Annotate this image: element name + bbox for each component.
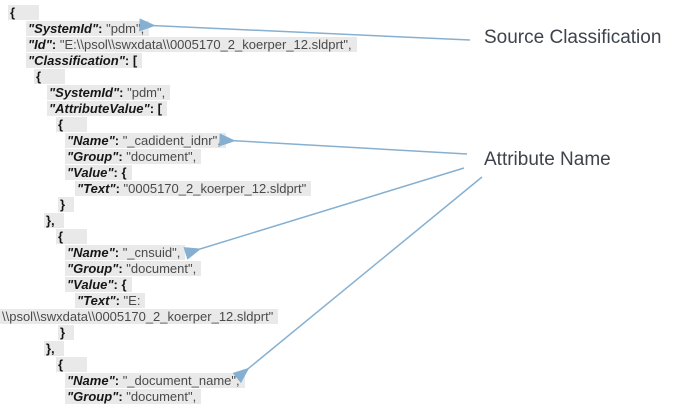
json-punctuation: : (118, 389, 127, 404)
code-line: }, (0, 213, 675, 229)
json-code-pane: {"SystemId": "pdm","Id": "E:\\psol\\swxd… (0, 5, 675, 405)
json-punctuation: { (58, 117, 64, 132)
code-line: }, (0, 341, 675, 357)
json-key: "Text" (77, 181, 116, 196)
code-line: "Id": "E:\\psol\\swxdata\\0005170_2_koer… (0, 37, 675, 53)
code-line: "Group": "document", (0, 149, 675, 165)
code-line: { (0, 69, 675, 85)
json-punctuation: : (114, 373, 123, 388)
json-punctuation: { (36, 69, 42, 84)
source-classification-label: Source Classification (484, 27, 662, 48)
json-punctuation: { (58, 357, 64, 372)
json-punctuation: : (98, 21, 107, 36)
code-line: "SystemId": "pdm", (0, 85, 675, 101)
json-punctuation: }, (46, 213, 55, 228)
json-key: "Name" (67, 133, 115, 148)
json-punctuation: } (60, 197, 66, 212)
json-punctuation: { (121, 277, 127, 292)
json-value: "E:\\psol\\swxdata\\0005170_2_koerper_12… (59, 37, 352, 52)
json-punctuation: : (115, 293, 124, 308)
code-line: "Name": "_document_name", (0, 373, 675, 389)
json-punctuation: : (113, 165, 122, 180)
code-line: "Group": "document", (0, 389, 675, 405)
json-punctuation: { (10, 5, 16, 20)
json-key: "Group" (67, 389, 119, 404)
code-line: { (0, 229, 675, 245)
json-punctuation: : (124, 53, 133, 68)
json-punctuation: : (119, 85, 128, 100)
json-punctuation: : (114, 133, 123, 148)
json-value: "document", (126, 149, 197, 164)
code-line: \\psol\\swxdata\\0005170_2_koerper_12.sl… (0, 309, 675, 325)
json-key: "Group" (67, 261, 119, 276)
json-key: "Classification" (28, 53, 125, 68)
code-line: { (0, 5, 675, 21)
code-line: "Text": "E: (0, 293, 675, 309)
json-punctuation: } (60, 325, 66, 340)
code-line: "Group": "document", (0, 261, 675, 277)
json-key: "Group" (67, 149, 119, 164)
json-value: \\psol\\swxdata\\0005170_2_koerper_12.sl… (2, 309, 274, 324)
code-line: "Text": "0005170_2_koerper_12.sldprt" (0, 181, 675, 197)
json-punctuation: : (118, 261, 127, 276)
code-line: "Name": "_cnsuid", (0, 245, 675, 261)
code-line: "Value": { (0, 277, 675, 293)
code-line: "Classification": [ (0, 53, 675, 69)
json-value: "pdm", (106, 21, 145, 36)
code-line: "Value": { (0, 165, 675, 181)
code-line: { (0, 117, 675, 133)
json-punctuation: : (118, 149, 127, 164)
json-punctuation: { (121, 165, 127, 180)
code-line: "SystemId": "pdm", (0, 21, 675, 37)
code-line: } (0, 197, 675, 213)
json-punctuation: : (114, 245, 123, 260)
json-value: "pdm", (127, 85, 166, 100)
json-key: "Value" (67, 277, 114, 292)
json-punctuation: : (113, 277, 122, 292)
json-value: "_cadident_idnr", (122, 133, 221, 148)
json-punctuation: : (51, 37, 60, 52)
code-line: { (0, 357, 675, 373)
json-value: "_document_name", (122, 373, 240, 388)
code-line: "AttributeValue": [ (0, 101, 675, 117)
json-key: "Name" (67, 373, 115, 388)
json-value: "document", (126, 261, 197, 276)
json-key: "Value" (67, 165, 114, 180)
json-punctuation: }, (46, 341, 55, 356)
json-key: "Id" (28, 37, 52, 52)
json-value: "E: (123, 293, 141, 308)
json-key: "SystemId" (49, 85, 120, 100)
json-punctuation: : (149, 101, 158, 116)
json-value: "_cnsuid", (122, 245, 181, 260)
json-value: "0005170_2_koerper_12.sldprt" (123, 181, 307, 196)
json-value: "document", (126, 389, 197, 404)
json-punctuation: [ (157, 101, 162, 116)
json-punctuation: { (58, 229, 64, 244)
json-punctuation: [ (132, 53, 138, 68)
json-key: "Text" (77, 293, 116, 308)
json-key: "SystemId" (28, 21, 99, 36)
code-line: "Name": "_cadident_idnr", (0, 133, 675, 149)
json-punctuation: : (115, 181, 124, 196)
attribute-name-label: Attribute Name (484, 149, 611, 170)
code-line: } (0, 325, 675, 341)
json-key: "Name" (67, 245, 115, 260)
json-key: "AttributeValue" (49, 101, 150, 116)
